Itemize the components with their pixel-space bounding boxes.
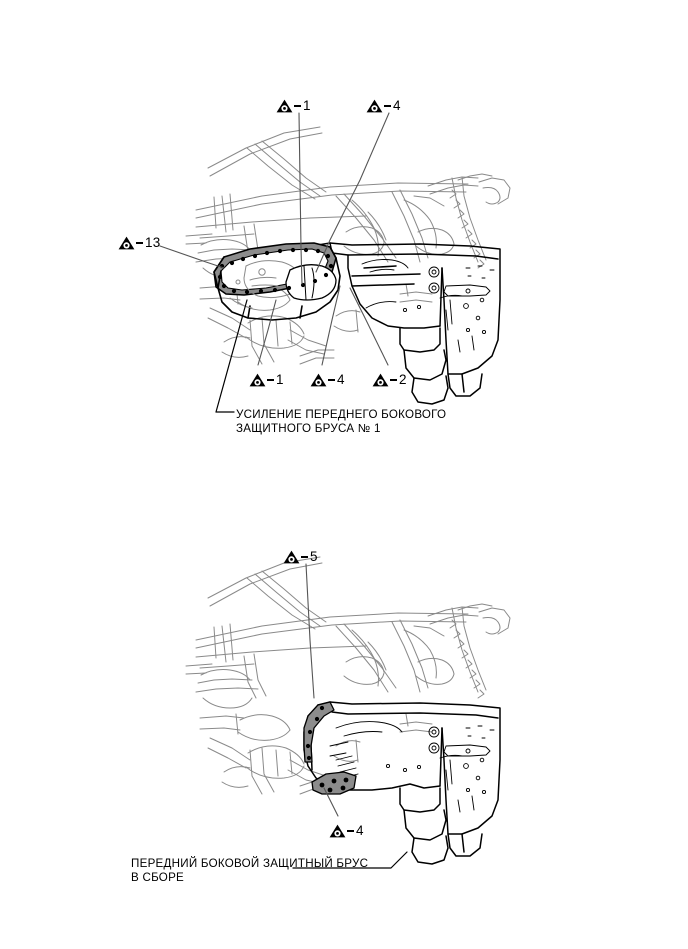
callout-top-13: 13 — [118, 236, 160, 250]
leader-top-13 — [159, 245, 225, 269]
callout-dash — [267, 379, 274, 381]
callout-dash — [301, 556, 308, 558]
part-label-leader — [292, 851, 408, 869]
callout-dash — [136, 242, 143, 244]
callout-dash — [294, 105, 301, 107]
leader-assembly-4 — [323, 787, 339, 817]
callout-number: 2 — [399, 372, 407, 388]
leader-bottom-1 — [257, 299, 277, 366]
reinforcement-panel-inner-detail — [229, 260, 337, 309]
part-label-assembly: ПЕРЕДНИЙ БОКОВОЙ ЗАЩИТНЫЙ БРУС В СБОРЕ — [131, 857, 369, 884]
leader-lines — [159, 112, 390, 366]
reinforcement-illustration — [159, 112, 511, 413]
callout-top-4: 4 — [366, 99, 401, 113]
reinforcement-panel-body — [213, 246, 341, 321]
callout-number: 13 — [145, 235, 161, 251]
figure-front-side-impact-beam-assembly: 5 4 — [0, 470, 688, 949]
callout-assembly-4: 4 — [329, 824, 364, 838]
callout-bottom-4: 4 — [310, 373, 345, 387]
leader-lines — [305, 563, 339, 817]
callout-dash — [347, 830, 354, 832]
callout-top-1: 1 — [276, 99, 311, 113]
leader-assembly-5 — [305, 563, 315, 699]
part-label-leader — [215, 299, 248, 413]
callout-bottom-1: 1 — [249, 373, 284, 387]
main-beam-assembly — [315, 242, 501, 405]
weld-spot-triangle-icon — [118, 236, 135, 250]
callout-dash — [390, 379, 397, 381]
weld-spot-triangle-icon — [249, 373, 266, 387]
callout-number: 1 — [303, 98, 311, 114]
weld-spot-triangle-icon — [329, 824, 346, 838]
callout-assembly-5: 5 — [283, 550, 318, 564]
weld-spot-triangle-icon — [310, 373, 327, 387]
callout-bottom-2: 2 — [372, 373, 407, 387]
callout-number: 4 — [337, 372, 345, 388]
weld-spot-marks — [217, 247, 334, 295]
weld-spot-triangle-icon — [366, 99, 383, 113]
part-label-reinforcement: УСИЛЕНИЕ ПЕРЕДНЕГО БОКОВОГО ЗАЩИТНОГО БР… — [236, 408, 447, 435]
leader-bottom-2 — [349, 287, 389, 366]
callout-number: 4 — [393, 98, 401, 114]
weld-spot-triangle-icon — [276, 99, 293, 113]
callout-number: 5 — [310, 549, 318, 565]
callout-number: 4 — [356, 823, 364, 839]
weld-spot-triangle-icon — [283, 550, 300, 564]
ghost-body-structure — [185, 556, 511, 795]
beam-surface-details — [329, 721, 495, 813]
callout-dash — [384, 105, 391, 107]
weld-spot-marks — [305, 705, 349, 793]
beam-surface-details — [361, 259, 495, 353]
figure-front-side-impact-beam-reinforcement: 1 4 13 — [0, 0, 688, 470]
leader-top-4 — [315, 112, 390, 273]
callout-dash — [328, 379, 335, 381]
weld-spot-triangle-icon — [372, 373, 389, 387]
leader-bottom-4 — [321, 285, 341, 366]
weld-patch-left-edge — [303, 701, 335, 763]
assembly-illustration — [185, 556, 511, 869]
leader-top-1 — [298, 112, 303, 285]
callout-number: 1 — [276, 372, 284, 388]
